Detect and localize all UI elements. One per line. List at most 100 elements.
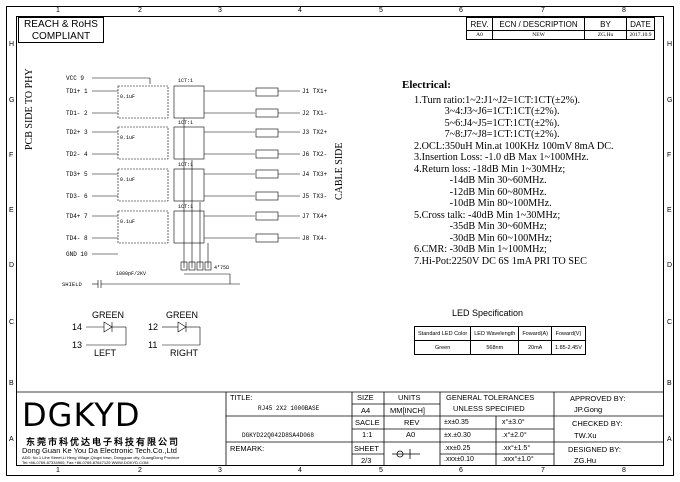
compliance-line2: COMPLIANT xyxy=(31,31,91,42)
approved-value: JP.Gong xyxy=(574,405,603,414)
inner-frame xyxy=(16,16,664,466)
tolerance-angular: .x°±2.0° xyxy=(502,432,527,439)
zone-row-left: D xyxy=(9,262,15,269)
led-right-pin-a: 12 xyxy=(148,322,159,332)
spec-line: 4.Return loss: -18dB Min 1~30MHz; xyxy=(414,163,566,175)
pin-label: J3 TX2+ xyxy=(302,129,328,136)
address-line: ADD: No.1 Lihe Street,Li Heng Village,Qi… xyxy=(22,455,180,460)
zone-row-left: F xyxy=(9,152,14,159)
spec-line: 7~8:J7~J8=1CT:1CT(±2%). xyxy=(414,129,560,140)
spec-line: 6.CMR: -30dB Min 1~100MHz; xyxy=(414,244,547,255)
zone-col-bottom: 4 xyxy=(298,467,302,474)
remark-label: REMARK: xyxy=(230,444,265,453)
electrical-spec: Electrical: 1.Turn ratio:1~2:J1~J2=1CT:1… xyxy=(402,79,614,267)
led-spec-cell: Green xyxy=(413,340,472,355)
revision-table: REV. ECN / DESCRIPTION BY DATE A0 NEW ZG… xyxy=(466,17,655,40)
cap-label: 0.1uF xyxy=(120,94,136,100)
tolerances-heading: GENERAL TOLERANCES xyxy=(446,393,535,402)
pin-label: TD4+ 7 xyxy=(66,213,88,220)
zone-row-right: H xyxy=(667,41,673,48)
ratio-label: 1CT:1 xyxy=(178,162,194,168)
units-value: MM[INCH] xyxy=(390,406,425,415)
zone-col-bottom: 3 xyxy=(218,467,222,474)
led-spec-cell: 568nm xyxy=(470,340,520,355)
tolerance-angular: .xx°±1.5° xyxy=(502,445,531,452)
company-logo: DGKYD xyxy=(22,396,141,434)
zone-col-top: 4 xyxy=(298,7,302,14)
spec-line: -14dB Min 30~60MHz. xyxy=(414,175,547,186)
zone-row-right: C xyxy=(667,319,673,326)
shield-label: SHIELD xyxy=(62,281,82,288)
spec-line: 5.Cross talk: -40dB Min 1~30MHz; xyxy=(414,209,561,221)
sheet-label: SHEET xyxy=(354,444,380,453)
pin-label: TD3+ 5 xyxy=(66,171,88,178)
ratio-label: 1CT:1 xyxy=(178,78,194,84)
address-line: Tel:+86-0769-87334900; Fax:+86-0769-8764… xyxy=(22,460,149,465)
zone-row-left: G xyxy=(9,97,15,104)
scale-label: SACLE xyxy=(355,418,380,427)
spec-line: 3.Insertion Loss: -1.0 dB Max 1~100MHz. xyxy=(414,152,589,163)
pin-label: TD3- 6 xyxy=(66,193,88,200)
part-number: DGKYD22Q042D8SA4D068 xyxy=(242,432,315,439)
zone-row-left: C xyxy=(9,319,15,326)
pin-label: GND 10 xyxy=(66,251,88,258)
zone-col-top: 5 xyxy=(379,7,383,14)
zone-col-top: 6 xyxy=(459,7,463,14)
sheet-value: 2/3 xyxy=(361,456,372,465)
zone-row-right: F xyxy=(667,152,672,159)
pin-label: TD2- 4 xyxy=(66,151,88,158)
tolerances-subheading: UNLESS SPECIFIED xyxy=(453,404,525,413)
company-name-en: Dong Guan Ke You Da Electronic Tech.Co.,… xyxy=(22,446,177,455)
outer-frame xyxy=(6,6,674,476)
cap-label: 0.1uF xyxy=(120,177,136,183)
approved-label: APPROVED BY: xyxy=(570,394,626,403)
zone-row-left: H xyxy=(9,41,15,48)
zone-col-bottom: 2 xyxy=(138,467,142,474)
led-spec-cell: 20mA xyxy=(518,340,552,355)
cap-label: 0.1uF xyxy=(120,135,136,141)
pin-label: J2 TX1- xyxy=(302,110,328,117)
cap-label: 0.1uF xyxy=(120,219,136,225)
size-label: SIZE xyxy=(357,393,374,402)
spec-line: -35dB Min 30~60MHz; xyxy=(414,221,547,232)
zone-row-left: B xyxy=(9,380,14,387)
zone-col-bottom: 8 xyxy=(622,467,626,474)
spec-line: 2.OCL:350uH Min.at 100KHz 100mV 8mA DC. xyxy=(414,140,614,152)
spec-line: 3~4:J3~J6=1CT:1CT(±2%). xyxy=(414,106,560,117)
pin-label: J1 TX1+ xyxy=(302,88,328,95)
zone-col-top: 8 xyxy=(622,7,626,14)
led-left-pin-a: 14 xyxy=(72,322,83,332)
led-right-name: RIGHT xyxy=(170,348,198,358)
zone-row-left: E xyxy=(9,207,14,214)
led-right-color: GREEN xyxy=(166,310,199,320)
pin-label: J4 TX3+ xyxy=(302,171,328,178)
company-name-cn: 东莞市科优达电子科技有限公司 xyxy=(26,437,181,447)
led-left-color: GREEN xyxy=(92,310,125,320)
pin-label: TD1- 2 xyxy=(66,110,88,117)
zone-col-top: 3 xyxy=(218,7,222,14)
zone-row-right: A xyxy=(667,436,672,443)
pin-label: TD1+ 1 xyxy=(66,88,88,95)
resistor-label: 4*75Ω xyxy=(214,265,230,271)
zone-row-right: B xyxy=(667,380,672,387)
led-left-name: LEFT xyxy=(94,348,117,358)
checked-value: TW.Xu xyxy=(574,431,597,440)
pin-label: J7 TX4+ xyxy=(302,213,328,220)
spec-line: 1.Turn ratio:1~2:J1~J2=1CT:1CT(±2%). xyxy=(414,94,581,106)
ratio-label: 1CT:1 xyxy=(178,120,194,126)
rev-value: A0 xyxy=(406,430,416,439)
designed-label: DESIGNED BY: xyxy=(568,445,621,454)
led-right-pin-k: 11 xyxy=(148,340,158,350)
scale-value: 1:1 xyxy=(362,430,373,439)
tolerance-linear: ±x.±0.30 xyxy=(444,432,471,439)
spec-line: -10dB Min 80~100MHz. xyxy=(414,198,552,209)
tolerance-angular: .xxx°±1.0° xyxy=(502,456,534,463)
tolerance-angular: x°±3.0° xyxy=(502,419,525,426)
zone-col-top: 1 xyxy=(56,7,60,14)
spec-line: 7.Hi-Pot:2250V DC 6S 1mA PRI TO SEC xyxy=(414,255,587,267)
led-spec-table: Standard LED Color LED Wavelength Foward… xyxy=(413,326,586,355)
title-value: RJ45 2X2 1000BASE xyxy=(258,405,320,412)
tolerance-linear: .xx±0.25 xyxy=(444,445,471,452)
zone-col-bottom: 5 xyxy=(379,467,383,474)
